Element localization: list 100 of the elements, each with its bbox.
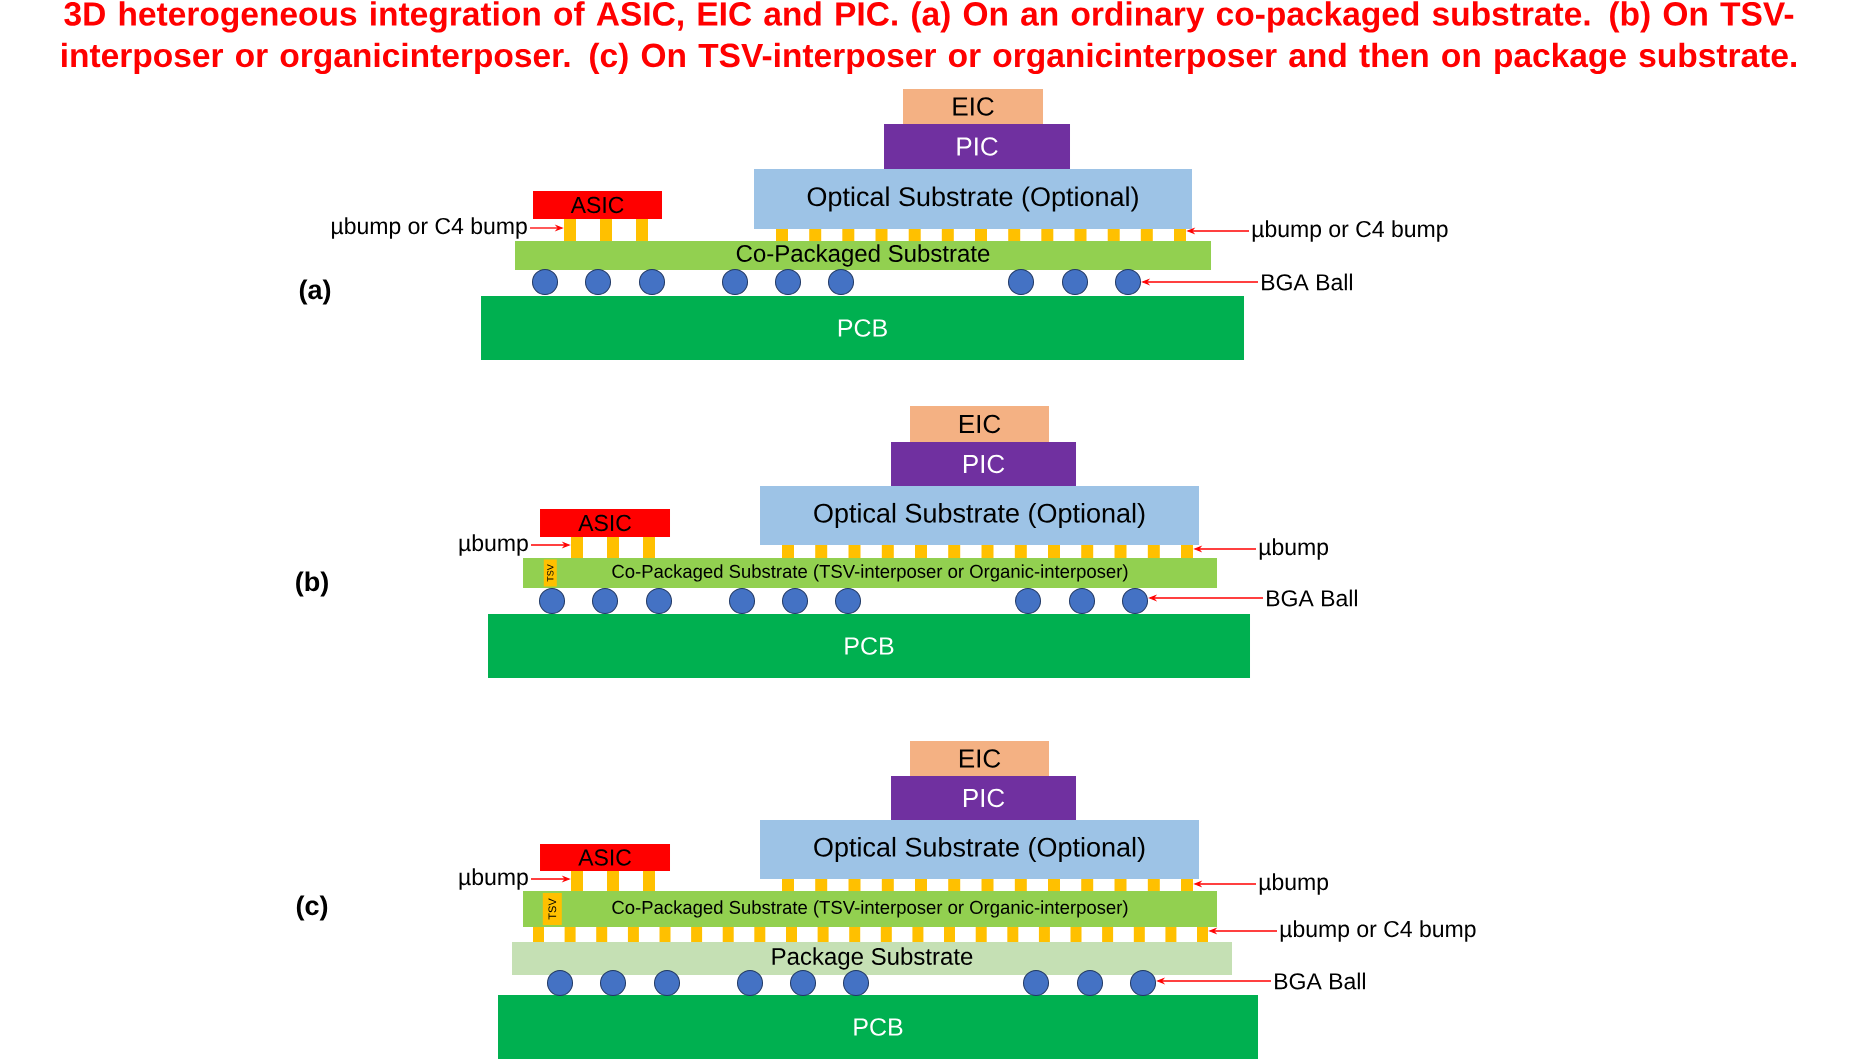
solder-bump — [1181, 879, 1193, 891]
solder-bump — [754, 927, 766, 942]
solder-bump — [722, 927, 734, 942]
panel-label: (c) — [296, 895, 328, 921]
bga-ball — [835, 588, 861, 614]
chip-block: EIC — [910, 741, 1049, 776]
title: 3D heterogeneous integration of ASIC, EIC and PIC. (a) On an ordinary co-packaged substrate. (b) On TSV-interposer or organicinterposer. (c) On TSV-interposer or organicinterposer and then on package substrate. — [62, 1, 1796, 75]
bga-ball — [1069, 588, 1095, 614]
solder-bump — [1074, 229, 1087, 241]
callout-label: µbump or C4 bump — [1280, 920, 1476, 942]
solder-bump — [1007, 927, 1019, 942]
bga-ball — [782, 588, 808, 614]
solder-bump — [981, 545, 994, 558]
bga-ball — [1130, 970, 1156, 996]
solder-bump — [809, 229, 822, 241]
chip-block: EIC — [903, 89, 1043, 124]
board-layer: PCB — [481, 296, 1244, 360]
substrate-layer: Optical Substrate (Optional) — [754, 169, 1192, 229]
callout-label: µbump or C4 bump — [332, 217, 527, 239]
bga-ball — [1023, 970, 1049, 996]
bga-ball — [722, 269, 748, 295]
solder-bump — [1081, 879, 1094, 891]
solder-bump — [875, 229, 888, 241]
callout-label: µbump — [1259, 538, 1328, 560]
solder-bump — [815, 545, 828, 558]
solder-bump — [636, 219, 648, 241]
panel-label: (a) — [299, 279, 331, 305]
bga-ball — [1062, 269, 1088, 295]
solder-bump — [944, 927, 955, 942]
solder-bump — [571, 871, 583, 891]
solder-bump — [912, 927, 924, 942]
chip-block: ASIC — [540, 509, 670, 537]
callout-label: BGA Ball — [1275, 972, 1365, 990]
callout-label: µbump — [1259, 873, 1328, 895]
solder-bump — [776, 229, 788, 241]
solder-bump — [607, 537, 619, 558]
solder-bump — [786, 927, 797, 942]
bga-ball — [539, 588, 565, 614]
bga-ball — [790, 970, 816, 996]
bga-ball — [1015, 588, 1041, 614]
chip-block: PIC — [891, 442, 1076, 486]
bga-ball — [729, 588, 755, 614]
bga-ball — [1077, 970, 1103, 996]
solder-bump — [1038, 927, 1050, 942]
bga-ball — [775, 269, 801, 295]
callout-label: µbump or C4 bump — [1252, 220, 1448, 242]
substrate-layer: Co-Packaged Substrate — [515, 241, 1211, 270]
solder-bump — [659, 927, 671, 942]
solder-bump — [643, 537, 655, 558]
bga-ball — [737, 970, 763, 996]
bga-ball — [547, 970, 573, 996]
solder-bump — [1114, 879, 1127, 891]
solder-bump — [948, 879, 961, 891]
bga-ball — [592, 588, 618, 614]
bga-ball — [828, 269, 854, 295]
bga-ball — [1115, 269, 1141, 295]
solder-bump — [596, 927, 608, 942]
chip-block: PIC — [884, 124, 1070, 169]
solder-bump — [848, 879, 861, 891]
solder-bump — [1070, 927, 1082, 942]
solder-bump — [848, 545, 861, 558]
solder-bump — [1165, 927, 1177, 942]
solder-bump — [782, 545, 794, 558]
solder-bump — [1041, 229, 1054, 241]
solder-bump — [881, 879, 894, 891]
solder-bump — [1014, 879, 1027, 891]
board-layer: PCB — [498, 995, 1258, 1059]
solder-bump — [1133, 927, 1145, 942]
solder-bump — [564, 219, 576, 241]
solder-bump — [643, 871, 655, 891]
solder-bump — [607, 871, 619, 891]
solder-bump — [1181, 545, 1193, 558]
solder-bump — [1147, 879, 1160, 891]
chip-block: ASIC — [540, 844, 670, 871]
solder-bump — [915, 879, 927, 891]
solder-bump — [571, 537, 583, 558]
bga-ball — [1122, 588, 1148, 614]
solder-bump — [975, 229, 987, 241]
solder-bump — [1114, 545, 1127, 558]
solder-bump — [908, 229, 921, 241]
callout-label: BGA Ball — [1267, 589, 1357, 607]
solder-bump — [564, 927, 576, 942]
panel-label: (b) — [296, 571, 328, 597]
substrate-layer: Package Substrate — [512, 942, 1232, 975]
solder-bump — [1174, 229, 1186, 241]
solder-bump — [948, 545, 961, 558]
solder-bump — [1014, 545, 1027, 558]
chip-block: ASIC — [533, 191, 662, 219]
solder-bump — [915, 545, 927, 558]
substrate-layer: Optical Substrate (Optional) — [760, 820, 1199, 879]
solder-bump — [1197, 927, 1208, 942]
callout-label: µbump — [459, 868, 528, 890]
bga-ball — [1008, 269, 1034, 295]
solder-bump — [941, 229, 954, 241]
substrate-layer: Optical Substrate (Optional) — [760, 486, 1199, 545]
solder-bump — [1048, 545, 1060, 558]
bga-ball — [639, 269, 665, 295]
callout-label: BGA Ball — [1262, 273, 1352, 291]
bga-ball — [654, 970, 680, 996]
chip-block: PIC — [891, 776, 1076, 820]
